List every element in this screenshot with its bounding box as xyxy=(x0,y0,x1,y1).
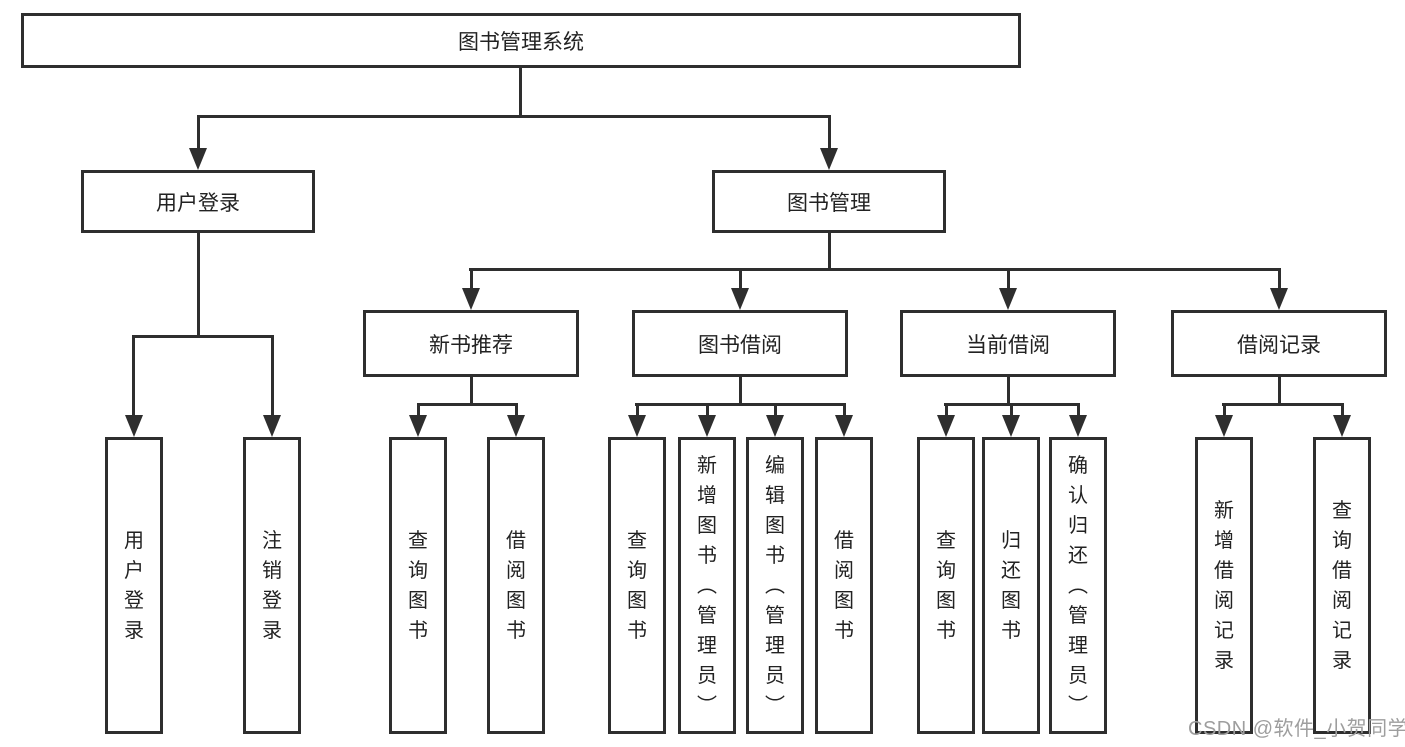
leaf-confirm-return-admin: 确认归还︵管理员︶ xyxy=(1049,437,1107,734)
connector-section-stem xyxy=(470,377,473,406)
arrow-down-icon xyxy=(263,415,281,437)
node-new-book-recommendation: 新书推荐 xyxy=(363,310,579,377)
connector-section-stem xyxy=(1007,377,1010,406)
arrow-down-icon xyxy=(507,415,525,437)
connector-arrow-shaft xyxy=(197,115,200,150)
node-borrowing-records: 借阅记录 xyxy=(1171,310,1387,377)
node-label: 查询图书 xyxy=(408,529,428,642)
connector-section-stem xyxy=(739,377,742,406)
leaf-add-borrow-record: 新增借阅记录 xyxy=(1195,437,1253,734)
arrow-down-icon xyxy=(125,415,143,437)
connector-user-login-stem xyxy=(197,233,200,338)
arrow-down-icon xyxy=(766,415,784,437)
arrow-down-icon xyxy=(1069,415,1087,437)
connector-arrow-shaft xyxy=(1077,403,1080,417)
connector-arrow-shaft xyxy=(828,115,831,150)
connector-root-stem xyxy=(519,68,522,118)
arrow-down-icon xyxy=(731,288,749,310)
connector-arrow-shaft xyxy=(1341,403,1344,417)
connector-leaf-bus xyxy=(417,403,518,406)
connector-section-stem xyxy=(1278,377,1281,406)
connector-sections-bus xyxy=(469,268,1281,271)
node-user-login: 用户登录 xyxy=(81,170,315,233)
arrow-down-icon xyxy=(820,148,838,170)
node-label: 归还图书 xyxy=(1001,529,1021,642)
connector-arrow-shaft xyxy=(470,268,473,290)
connector-arrow-shaft xyxy=(1278,268,1281,290)
arrow-down-icon xyxy=(1215,415,1233,437)
arrow-down-icon xyxy=(1333,415,1351,437)
leaf-logout: 注销登录 xyxy=(243,437,301,734)
arrow-down-icon xyxy=(835,415,853,437)
node-label: 查询图书 xyxy=(627,529,647,642)
leaf-add-book-admin: 新增图书︵管理员︶ xyxy=(678,437,736,734)
arrow-down-icon xyxy=(462,288,480,310)
leaf-user-login: 用户登录 xyxy=(105,437,163,734)
connector-arrow-shaft xyxy=(636,403,639,417)
node-root-system: 图书管理系统 xyxy=(21,13,1021,68)
arrow-down-icon xyxy=(1002,415,1020,437)
arrow-down-icon xyxy=(409,415,427,437)
node-label: 新增借阅记录 xyxy=(1214,499,1234,672)
connector-arrow-shaft xyxy=(515,403,518,417)
connector-arrow-shaft xyxy=(774,403,777,417)
connector-leaf-bus xyxy=(1222,403,1344,406)
arrow-down-icon xyxy=(189,148,207,170)
connector-arrow-shaft xyxy=(1010,403,1013,417)
node-label: 借阅图书 xyxy=(834,529,854,642)
csdn-watermark: CSDN @软件_小贺同学 xyxy=(1188,718,1405,740)
connector-arrow-shaft xyxy=(1007,268,1010,290)
connector-arrow-shaft xyxy=(1223,403,1226,417)
node-book-borrowing: 图书借阅 xyxy=(632,310,848,377)
leaf-return-book: 归还图书 xyxy=(982,437,1040,734)
arrow-down-icon xyxy=(937,415,955,437)
node-label: 借阅记录 xyxy=(1237,333,1321,357)
leaf-query-books-recommend: 查询图书 xyxy=(389,437,447,734)
leaf-borrow-books-recommend: 借阅图书 xyxy=(487,437,545,734)
node-label: 借阅图书 xyxy=(506,529,526,642)
arrow-down-icon xyxy=(999,288,1017,310)
node-label: 查询图书 xyxy=(936,529,956,642)
connector-arrow-shaft xyxy=(271,335,274,417)
leaf-edit-book-admin: 编辑图书︵管理员︶ xyxy=(746,437,804,734)
node-label: 当前借阅 xyxy=(966,333,1050,357)
node-label: 用户登录 xyxy=(124,529,144,642)
connector-arrow-shaft xyxy=(945,403,948,417)
node-label: 查询借阅记录 xyxy=(1332,499,1352,672)
connector-user-login-bus xyxy=(132,335,274,338)
arrow-down-icon xyxy=(1270,288,1288,310)
connector-leaf-bus xyxy=(635,403,846,406)
node-book-management: 图书管理 xyxy=(712,170,946,233)
node-label: 注销登录 xyxy=(262,529,282,642)
connector-arrow-shaft xyxy=(706,403,709,417)
leaf-query-books-borrowing: 查询图书 xyxy=(608,437,666,734)
node-label: 用户登录 xyxy=(156,191,240,215)
connector-arrow-shaft xyxy=(843,403,846,417)
node-label: 确认归还︵管理员︶ xyxy=(1068,454,1088,717)
node-current-borrowing: 当前借阅 xyxy=(900,310,1116,377)
leaf-query-borrow-record: 查询借阅记录 xyxy=(1313,437,1371,734)
arrow-down-icon xyxy=(628,415,646,437)
node-label: 编辑图书︵管理员︶ xyxy=(765,454,785,717)
connector-level1-bus xyxy=(197,115,831,118)
leaf-query-books-current: 查询图书 xyxy=(917,437,975,734)
connector-arrow-shaft xyxy=(132,335,135,417)
node-label: 图书管理 xyxy=(787,191,871,215)
arrow-down-icon xyxy=(698,415,716,437)
node-label: 图书借阅 xyxy=(698,333,782,357)
node-label: 新书推荐 xyxy=(429,333,513,357)
connector-arrow-shaft xyxy=(417,403,420,417)
leaf-borrow-books-borrowing: 借阅图书 xyxy=(815,437,873,734)
node-label: 新增图书︵管理员︶ xyxy=(697,454,717,717)
connector-book-management-stem xyxy=(828,233,831,271)
connector-arrow-shaft xyxy=(739,268,742,290)
node-label: 图书管理系统 xyxy=(458,30,584,54)
